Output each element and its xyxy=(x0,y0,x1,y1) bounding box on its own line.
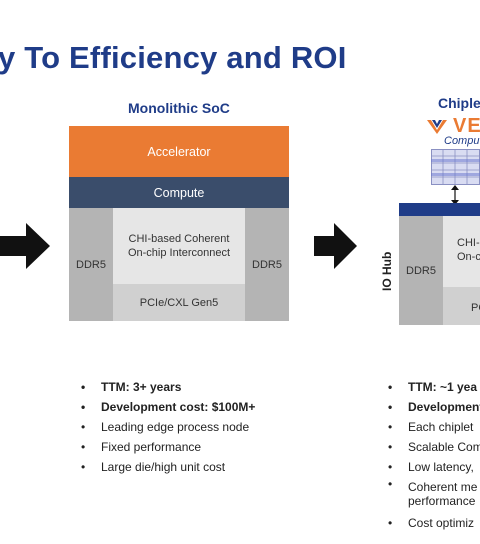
list-item: Coherent me performance xyxy=(384,477,480,511)
monolithic-heading: Monolithic SoC xyxy=(128,100,230,116)
ddr5-right-block: DDR5 xyxy=(245,208,289,321)
compute-block: Compute xyxy=(69,177,289,208)
list-item: Development xyxy=(384,397,480,417)
list-item: Fixed performance xyxy=(77,437,255,457)
compute-chiplet-grid-icon xyxy=(431,149,480,185)
ddr5-left-block: DDR5 xyxy=(69,208,113,321)
list-item: Scalable Com xyxy=(384,437,480,457)
vendor-logo-icon xyxy=(427,120,447,134)
arrow-right-icon xyxy=(0,223,50,269)
interconnect-block: CHI-based Coherent On-chip Interconnect xyxy=(113,208,245,284)
io-hub-label: IO Hub xyxy=(380,251,394,291)
vendor-logo-text: VE xyxy=(453,115,480,137)
list-item: TTM: ~1 yea xyxy=(384,377,480,397)
list-item: Leading edge process node xyxy=(77,417,255,437)
io-hub-pcie-block: PC xyxy=(443,287,480,325)
link-double-arrow-icon xyxy=(451,185,459,205)
accelerator-block: Accelerator xyxy=(69,126,289,177)
list-item: Each chiplet xyxy=(384,417,480,437)
monolithic-soc-diagram: Accelerator Compute DDR5 DDR5 CHI-based … xyxy=(69,126,289,321)
io-hub-ddr5-block: DDR5 xyxy=(399,216,443,325)
list-item: TTM: 3+ years xyxy=(77,377,255,397)
arrow-right-icon xyxy=(314,223,357,269)
list-item-line: performance xyxy=(408,494,476,508)
list-item: Development cost: $100M+ xyxy=(77,397,255,417)
pcie-cxl-block: PCIe/CXL Gen5 xyxy=(113,284,245,321)
list-item: Large die/high unit cost xyxy=(77,457,255,477)
chiplet-bullet-list: TTM: ~1 yea Development Each chiplet Sca… xyxy=(384,377,480,533)
monolithic-bullet-list: TTM: 3+ years Development cost: $100M+ L… xyxy=(77,377,255,477)
io-hub-interconnect-block: CHI- On-c xyxy=(443,216,480,287)
list-item: Cost optimiz xyxy=(384,513,480,533)
list-item-line: Coherent me xyxy=(408,480,478,494)
chiplet-heading: Chiple xyxy=(438,95,480,111)
compute-chiplet-label: Comput xyxy=(444,135,480,147)
slide-title: y To Efficiency and ROI xyxy=(0,40,347,75)
io-hub-diagram: DDR5 CHI- On-c PC xyxy=(399,203,480,325)
io-hub-top-bar xyxy=(399,203,480,216)
list-item: Low latency, xyxy=(384,457,480,477)
